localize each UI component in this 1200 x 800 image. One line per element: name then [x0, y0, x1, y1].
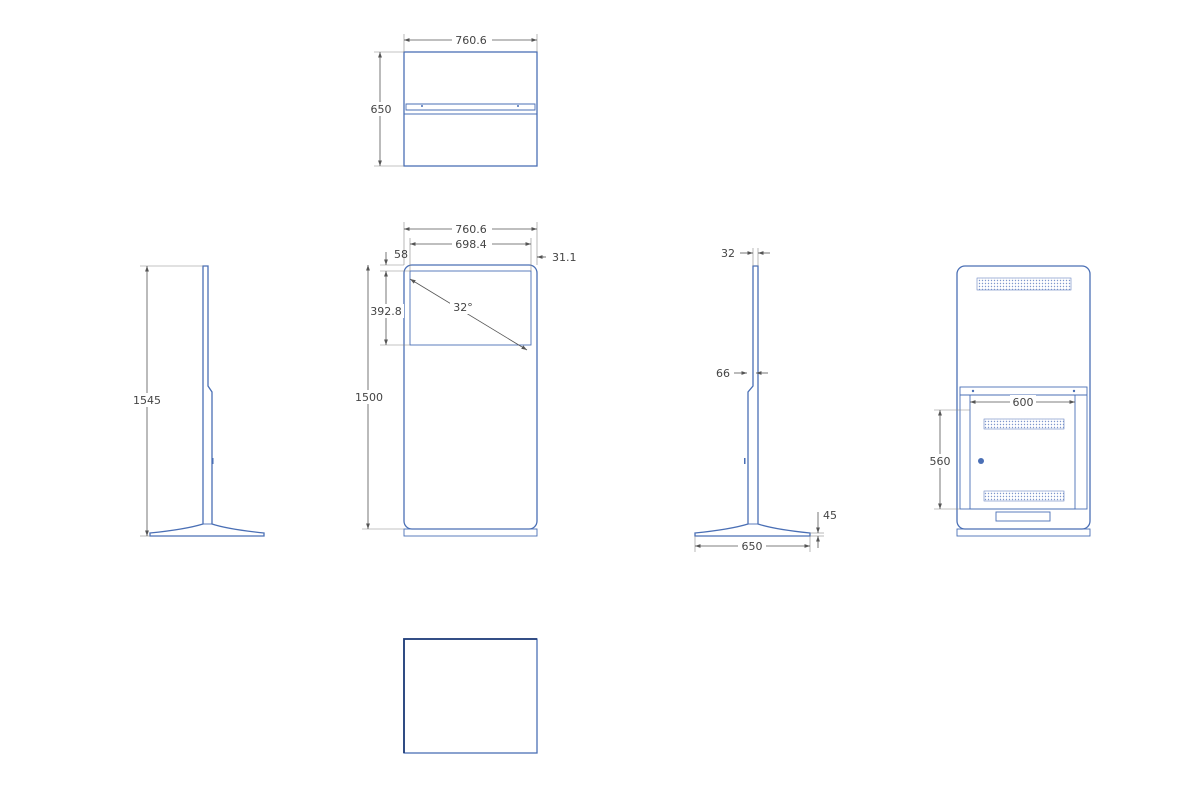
left-side-profile — [149, 265, 265, 537]
dim-base-thickness: 45 — [823, 509, 837, 522]
bottom-view — [403, 638, 538, 754]
dim-top-width: 760.6 — [455, 34, 487, 47]
rear-screw — [1072, 389, 1076, 393]
dim-side-top-thickness: 32 — [721, 247, 735, 260]
dim-side-mid-thickness: 66 — [716, 367, 730, 380]
dim-screen-width: 698.4 — [455, 238, 487, 251]
front-view: 32° 760.6 698.4 31.1 58 392.8 1500 — [354, 222, 577, 537]
top-view-screw — [421, 105, 423, 107]
left-side-view: 1545 — [132, 265, 265, 537]
bottom-view-edge — [403, 638, 537, 753]
left-side-button — [212, 458, 214, 464]
front-base — [403, 528, 538, 537]
top-view-screw — [517, 105, 519, 107]
dim-line-screen-angle — [409, 278, 528, 351]
rear-handle-slot — [995, 511, 1051, 522]
rear-door-vent-top — [983, 418, 1065, 430]
top-view-ledge — [404, 103, 537, 115]
rear-door-vent-bottom — [983, 490, 1065, 502]
dim-door-width: 600 — [1013, 396, 1034, 409]
top-view-outline — [403, 51, 538, 167]
rear-view: 600 560 — [926, 265, 1091, 537]
right-side-view: 32 66 45 650 — [694, 247, 837, 553]
dim-screen-height: 392.8 — [370, 305, 402, 318]
lock-icon — [978, 458, 984, 464]
rear-top-vent — [976, 277, 1072, 291]
rear-base — [956, 528, 1091, 537]
top-view: 760.6 650 — [368, 33, 538, 167]
dim-front-width: 760.6 — [455, 223, 487, 236]
dim-screen-offset-left: 58 — [394, 248, 408, 261]
rear-screw — [971, 389, 975, 393]
dim-door-height: 560 — [930, 455, 951, 468]
dim-base-depth: 650 — [742, 540, 763, 553]
dim-body-height: 1500 — [355, 391, 383, 404]
dim-top-depth: 650 — [371, 103, 392, 116]
dim-screen-angle: 32° — [453, 301, 473, 314]
right-side-button — [744, 458, 746, 464]
bottom-view-outline — [403, 638, 538, 754]
dim-total-height: 1545 — [133, 394, 161, 407]
dim-screen-offset-right: 31.1 — [552, 251, 577, 264]
right-side-profile — [694, 265, 811, 537]
